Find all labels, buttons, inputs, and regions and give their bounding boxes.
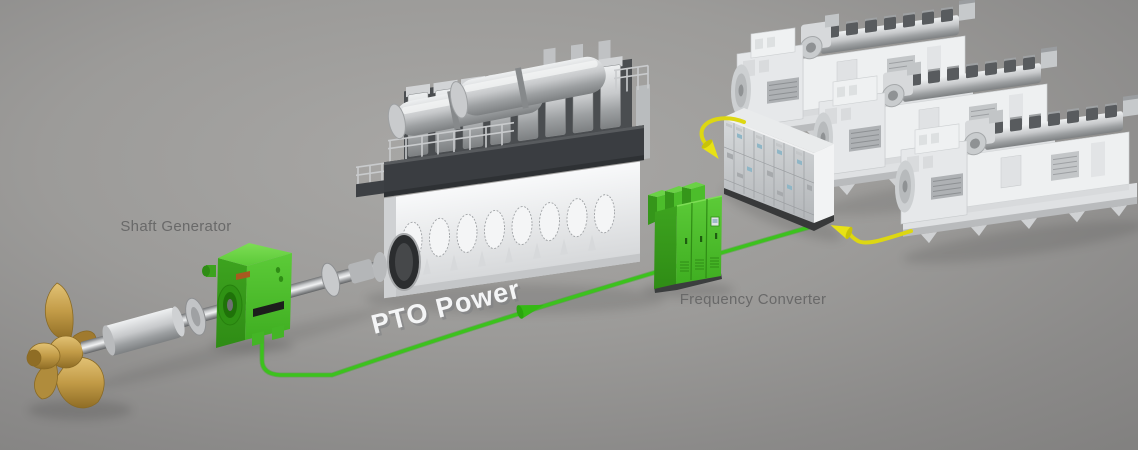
- genset-power-line-3: [830, 225, 913, 245]
- propeller: [26, 282, 105, 409]
- power-arrow-icon: [701, 139, 719, 159]
- shaft-generator-label: Shaft Generator: [120, 218, 231, 235]
- shaft-generator: [202, 243, 292, 348]
- frequency-converter-label: Frequency Converter: [680, 291, 827, 308]
- main-switchboard: [724, 108, 834, 231]
- pto-arrow-icon: [516, 304, 544, 319]
- power-arrow-icon: [830, 225, 853, 240]
- flywheel: [373, 233, 421, 291]
- frequency-converter: [648, 182, 723, 293]
- genset-power-line-1: [699, 116, 746, 159]
- main-engine: [356, 39, 650, 299]
